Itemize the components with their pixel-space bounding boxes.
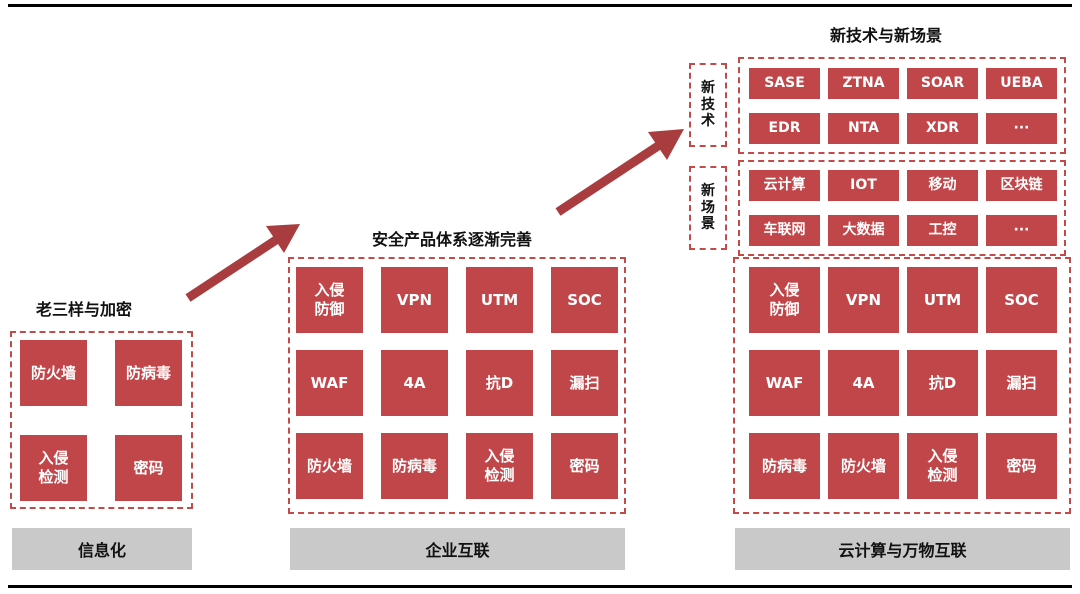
new-tech-tile: ···	[986, 113, 1057, 144]
stage3-product-tile: 防火墙	[828, 433, 899, 499]
new-scene-tile: IOT	[828, 170, 899, 201]
new-tech-tile: EDR	[749, 113, 820, 144]
stage2-product-tile: SOC	[551, 267, 618, 333]
stage2-product-tile: 4A	[381, 350, 448, 416]
stage2-label: 企业互联	[290, 528, 625, 570]
new-tech-tile: ZTNA	[828, 68, 899, 99]
stage2-product-tile: VPN	[381, 267, 448, 333]
stage3-product-tile: VPN	[828, 267, 899, 333]
new-tech-label-box	[689, 63, 727, 147]
stage3-product-tile: SOC	[986, 267, 1057, 333]
new-scene-tile: 车联网	[749, 215, 820, 246]
stage2-product-tile: 入侵 防御	[296, 267, 363, 333]
stage2-product-box	[288, 257, 626, 514]
new-tech-label: 新 技 术	[701, 79, 715, 130]
stage2-product-tile: 防火墙	[296, 433, 363, 499]
stage3-product-tile: UTM	[907, 267, 978, 333]
stage1-label: 信息化	[12, 528, 192, 570]
new-tech-tile: UEBA	[986, 68, 1057, 99]
stage1-product-tile: 防病毒	[115, 340, 182, 406]
stage3-product-tile: 4A	[828, 350, 899, 416]
top-rule	[8, 4, 1072, 7]
stage2-product-tile: UTM	[466, 267, 533, 333]
stage1-product-box	[10, 331, 193, 509]
stage3-title: 新技术与新场景	[830, 26, 943, 45]
stage3-product-tile: 抗D	[907, 350, 978, 416]
new-scene-tile: 移动	[907, 170, 978, 201]
new-scene-box	[738, 160, 1066, 256]
stage1-product-tile: 防火墙	[20, 340, 87, 406]
stage2-product-tile: 抗D	[466, 350, 533, 416]
stage3-product-tile: 密码	[986, 433, 1057, 499]
bottom-rule	[8, 585, 1072, 588]
stage2-title: 安全产品体系逐渐完善	[372, 230, 533, 249]
new-scene-tile: 大数据	[828, 215, 899, 246]
stage1-title: 老三样与加密	[36, 300, 133, 319]
stage3-product-box	[733, 257, 1071, 514]
new-scene-label-box	[689, 166, 727, 250]
stage2-product-tile: WAF	[296, 350, 363, 416]
new-tech-tile: NTA	[828, 113, 899, 144]
arrow-stage2-to-stage3	[555, 129, 684, 216]
arrow-stage1-to-stage2	[185, 224, 300, 302]
new-tech-tile: SASE	[749, 68, 820, 99]
stage3-product-tile: 入侵 防御	[749, 267, 820, 333]
new-scene-tile: 工控	[907, 215, 978, 246]
stage3-label: 云计算与万物互联	[735, 528, 1070, 570]
stage2-product-tile: 入侵 检测	[466, 433, 533, 499]
new-scene-tile: 云计算	[749, 170, 820, 201]
new-scene-tile: ···	[986, 215, 1057, 246]
stage3-product-tile: 入侵 检测	[907, 433, 978, 499]
stage2-product-tile: 漏扫	[551, 350, 618, 416]
stage1-product-tile: 密码	[115, 435, 182, 501]
stage2-product-tile: 防病毒	[381, 433, 448, 499]
stage3-product-tile: 漏扫	[986, 350, 1057, 416]
stage2-product-tile: 密码	[551, 433, 618, 499]
new-tech-tile: SOAR	[907, 68, 978, 99]
new-tech-tile: XDR	[907, 113, 978, 144]
stage3-product-tile: 防病毒	[749, 433, 820, 499]
stage1-product-tile: 入侵 检测	[20, 435, 87, 501]
new-scene-label: 新 场 景	[701, 182, 715, 233]
new-scene-tile: 区块链	[986, 170, 1057, 201]
stage3-product-tile: WAF	[749, 350, 820, 416]
new-tech-box	[738, 57, 1066, 154]
